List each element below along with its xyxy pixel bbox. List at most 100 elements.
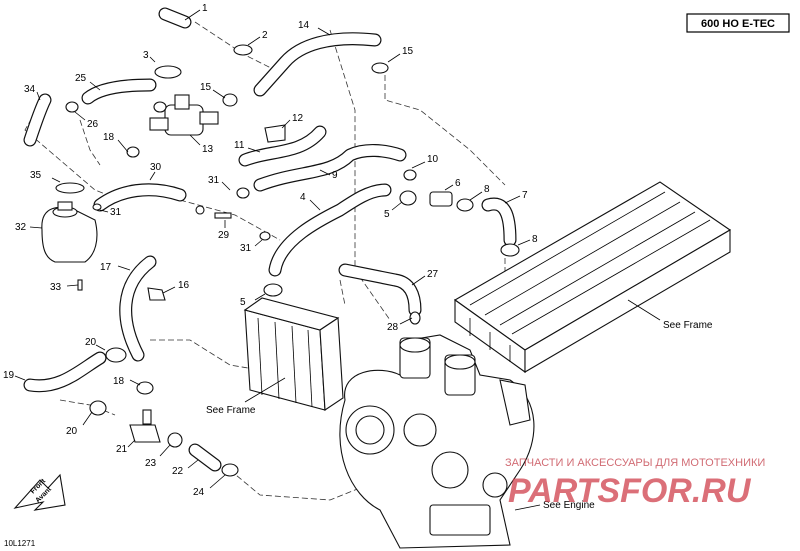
callout-14: 14 — [298, 20, 331, 36]
callout-4: 4 — [300, 192, 321, 211]
callout-8a: 8 — [469, 184, 490, 201]
frame-tunnel — [453, 181, 732, 374]
callout-9: 9 — [319, 169, 338, 181]
svg-text:29: 29 — [218, 230, 230, 241]
svg-text:5: 5 — [384, 209, 390, 220]
callout-31c: 31 — [240, 239, 263, 254]
figure-id: 10L1271 — [4, 539, 36, 548]
callout-31a: 31 — [99, 207, 122, 218]
callout-12: 12 — [281, 113, 304, 129]
svg-text:3: 3 — [143, 50, 149, 61]
callout-10: 10 — [411, 154, 439, 169]
svg-text:20: 20 — [66, 426, 78, 437]
radiator — [243, 297, 344, 411]
callout-17: 17 — [100, 262, 131, 273]
svg-text:31: 31 — [240, 243, 252, 254]
callouts: 1 2 3 14 15 25 34 26 15 13 18 12 11 10 9… — [3, 3, 538, 498]
callout-1: 1 — [184, 3, 208, 21]
svg-text:7: 7 — [522, 190, 528, 201]
hoses — [23, 7, 517, 472]
svg-text:10: 10 — [427, 154, 439, 165]
see-engine: See Engine — [543, 500, 595, 511]
svg-text:22: 22 — [172, 466, 184, 477]
svg-text:9: 9 — [332, 170, 338, 181]
svg-text:28: 28 — [387, 322, 399, 333]
svg-text:23: 23 — [145, 458, 157, 469]
svg-text:1: 1 — [202, 3, 208, 14]
see-frame-left: See Frame — [206, 405, 256, 416]
svg-text:15: 15 — [200, 82, 212, 93]
svg-text:21: 21 — [116, 444, 128, 455]
callout-22: 22 — [172, 459, 199, 477]
svg-text:31: 31 — [208, 175, 220, 186]
callout-25: 25 — [75, 73, 101, 91]
callout-16: 16 — [162, 280, 190, 294]
callout-11: 11 — [234, 140, 261, 153]
thermostat-housing — [149, 94, 219, 136]
callout-30: 30 — [149, 162, 162, 181]
callout-32: 32 — [15, 222, 43, 233]
svg-text:11: 11 — [234, 140, 245, 151]
svg-text:30: 30 — [150, 162, 162, 173]
callout-29: 29 — [218, 220, 230, 241]
callout-5b: 5 — [240, 293, 266, 308]
callout-18b: 18 — [113, 376, 141, 387]
callout-20a: 20 — [85, 337, 106, 351]
svg-text:34: 34 — [24, 84, 36, 95]
callout-26a: 26 — [74, 111, 99, 130]
callout-5a: 5 — [384, 201, 403, 220]
watermark: ЗАПЧАСТИ И АКСЕССУАРЫ ДЛЯ МОТОТЕХНИКИ PA… — [505, 457, 765, 510]
svg-text:26: 26 — [87, 119, 99, 130]
svg-text:35: 35 — [30, 170, 42, 181]
see-frame-right: See Frame — [663, 320, 713, 331]
callout-13: 13 — [189, 134, 214, 155]
svg-text:8: 8 — [484, 184, 490, 195]
svg-text:4: 4 — [300, 192, 306, 203]
callout-8b: 8 — [517, 234, 538, 246]
callout-20b: 20 — [66, 411, 93, 437]
callout-2: 2 — [247, 30, 268, 46]
callout-21: 21 — [116, 439, 136, 455]
svg-text:PARTSFOR.RU: PARTSFOR.RU — [508, 472, 752, 510]
callout-6: 6 — [444, 178, 461, 191]
svg-text:20: 20 — [85, 337, 97, 348]
coolant-tank — [41, 182, 98, 263]
model-label: 600 HO E-TEC — [686, 13, 790, 33]
svg-text:16: 16 — [178, 280, 190, 291]
callout-24: 24 — [193, 474, 226, 498]
svg-text:17: 17 — [100, 262, 112, 273]
svg-text:24: 24 — [193, 487, 205, 498]
callout-31b: 31 — [208, 175, 231, 191]
callout-18a: 18 — [103, 132, 129, 153]
svg-text:13: 13 — [202, 144, 214, 155]
callout-19: 19 — [3, 370, 26, 381]
callout-34: 34 — [24, 84, 41, 101]
svg-text:19: 19 — [3, 370, 15, 381]
svg-text:15: 15 — [402, 46, 414, 57]
callout-23: 23 — [145, 444, 171, 469]
callout-35: 35 — [30, 170, 61, 183]
callout-15a: 15 — [387, 46, 414, 63]
svg-text:12: 12 — [292, 113, 304, 124]
svg-text:32: 32 — [15, 222, 27, 233]
clamps — [65, 44, 520, 477]
svg-text:600 HO E-TEC: 600 HO E-TEC — [701, 18, 775, 30]
svg-text:8: 8 — [532, 234, 538, 245]
svg-text:18: 18 — [103, 132, 115, 143]
svg-text:18: 18 — [113, 376, 125, 387]
svg-text:2: 2 — [262, 30, 268, 41]
svg-text:6: 6 — [455, 178, 461, 189]
svg-text:25: 25 — [75, 73, 87, 84]
callout-7: 7 — [504, 190, 528, 204]
svg-text:14: 14 — [298, 20, 310, 31]
svg-text:33: 33 — [50, 282, 62, 293]
callout-15b: 15 — [200, 82, 226, 99]
callout-33: 33 — [50, 282, 79, 293]
reference-labels: See Frame See Frame See Engine — [206, 299, 713, 511]
svg-text:ЗАПЧАСТИ И АКСЕССУАРЫ ДЛЯ МОТО: ЗАПЧАСТИ И АКСЕССУАРЫ ДЛЯ МОТОТЕХНИКИ — [505, 457, 765, 469]
front-arrow: Front Avant — [13, 473, 66, 511]
callout-28: 28 — [387, 317, 413, 333]
callout-3: 3 — [143, 50, 156, 63]
svg-text:27: 27 — [427, 269, 439, 280]
